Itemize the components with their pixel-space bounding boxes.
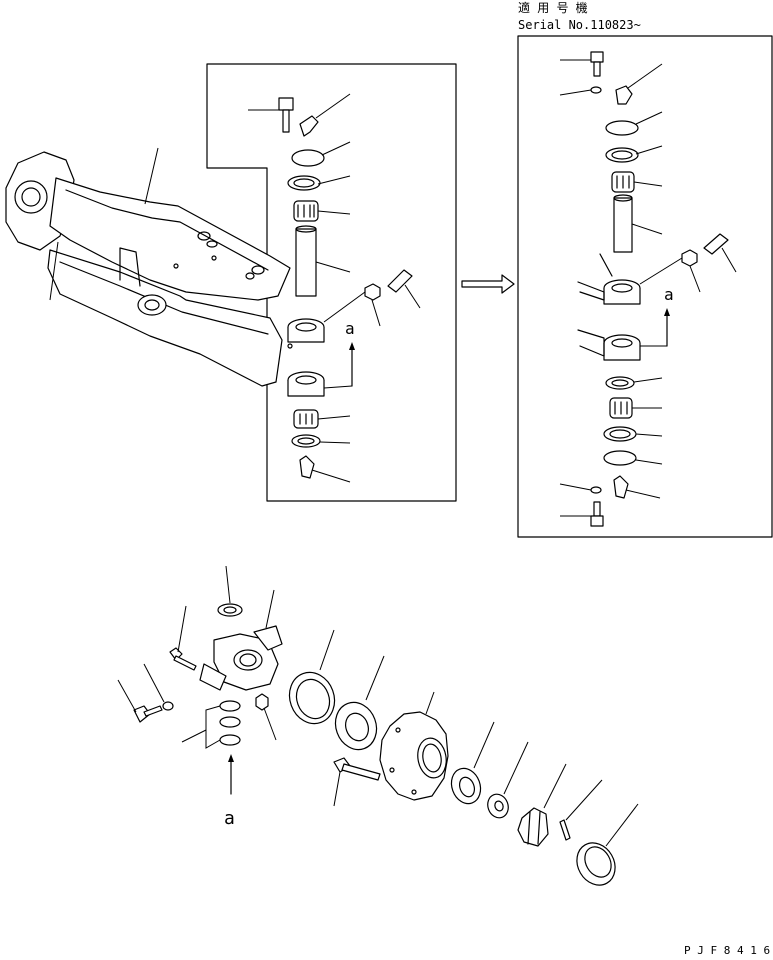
serial-label: Serial No.110823~: [518, 18, 641, 32]
upper-parts-stack: a: [248, 93, 421, 483]
right-parts-stack: a: [559, 51, 737, 527]
applicable-label: 適 用 号 機: [518, 0, 588, 15]
hub-assembly: a: [117, 565, 639, 886]
drawing-code: P J F 8 4 1 6: [684, 944, 770, 957]
detail-frame-upper: [206, 63, 457, 502]
view-a-label-right: a: [664, 285, 674, 304]
view-a-label-upper: a: [345, 319, 355, 338]
view-a-label-lower: a: [224, 808, 235, 829]
arrow-to-variant: [461, 274, 515, 294]
axle-housing: [5, 147, 293, 387]
detail-frame-right: [517, 35, 773, 538]
